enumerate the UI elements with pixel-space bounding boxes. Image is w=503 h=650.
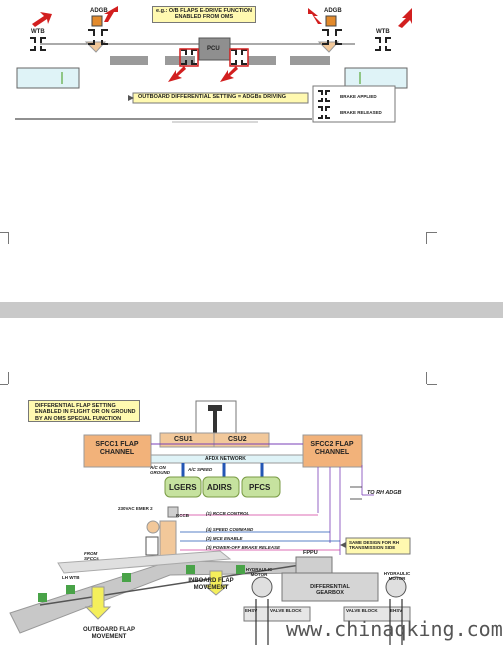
lgers-label: LGERS	[169, 483, 197, 492]
wtb-right-label: WTB	[376, 29, 390, 35]
inboard-label: INBOARD FLAP MOVEMENT	[188, 578, 234, 591]
red-arrows	[32, 6, 412, 82]
diff-gearbox-label: DIFFERENTIAL GEARBOX	[310, 584, 350, 597]
top-diagram	[15, 6, 412, 123]
corner-mark	[8, 372, 9, 384]
ehsv-right-label: EHSV	[390, 608, 403, 613]
sfcc2-box	[302, 434, 363, 468]
ac-speed-label: A/C SPEED	[188, 467, 213, 472]
corner-mark	[426, 372, 427, 384]
to-rh-label: TO RH ADGB	[367, 490, 402, 496]
sfcc1-box	[83, 434, 152, 468]
sig1-label: (1) RCCB CONTROL	[206, 511, 250, 516]
adirs-box	[202, 476, 240, 498]
sig3-label: (3) POWER-OFF BRAKE RELEASE	[206, 545, 281, 550]
pfcs-label: PFCS	[249, 483, 271, 492]
fppu-label: FPPU	[303, 550, 318, 556]
rccb-label: RCCB	[176, 513, 189, 518]
adgb-left-label: ADGB	[90, 8, 108, 14]
watermark-text: www.chinaqking.com	[286, 617, 503, 641]
valve-block-left-label: VALVE BLOCK	[270, 608, 302, 613]
csu2-label: CSU2	[228, 436, 247, 443]
adgb-right-box	[325, 15, 337, 27]
lh-wtb-label: LH WTB	[62, 575, 80, 580]
sig2-label: (2) MCE ENABLE	[206, 536, 243, 541]
diff-gearbox-box	[281, 572, 379, 602]
top-note: OUTBOARD DIFFERENTIAL SETTING = ADGBs DR…	[138, 94, 287, 100]
brake-symbols	[30, 29, 391, 65]
lgers-box	[164, 476, 202, 498]
hyd-motor-right-label: HYDRAULIC MOTOR	[383, 571, 411, 581]
top-callout: e.g.: O/B FLAPS E-DRIVE FUNCTION ENABLED…	[152, 6, 256, 23]
shaft-3	[248, 56, 276, 65]
ehsv-left-label: EHSV	[245, 608, 258, 613]
sfcc2-label: SFCC2 FLAP CHANNEL	[310, 441, 354, 457]
afdx-label: AFDX NETWORK	[205, 456, 246, 462]
afdx-bar	[150, 454, 304, 464]
bottom-diagram	[9, 400, 411, 645]
legend-applied: BRAKE APPLIED	[340, 94, 377, 99]
csu1-label: CSU1	[174, 436, 193, 443]
right-flap-box	[344, 67, 408, 89]
brake-highlight-2	[229, 48, 249, 67]
pcu-label: PCU	[207, 46, 220, 52]
left-flap-box	[16, 67, 80, 89]
ac-on-ground-label: A/C ON GROUND	[150, 465, 170, 475]
legend-released: BRAKE RELEASED	[340, 110, 382, 115]
outboard-label: OUTBOARD FLAP MOVEMENT	[83, 627, 135, 640]
shaft-1	[110, 56, 148, 65]
corner-mark	[426, 232, 427, 244]
adgb-right-label: ADGB	[324, 8, 342, 14]
sfcc1-label: SFCC1 FLAP CHANNEL	[95, 441, 139, 457]
down-arrows	[61, 72, 361, 84]
sig4-label: (4) SPEED COMMAND	[206, 527, 254, 532]
shaft-4	[290, 56, 330, 65]
hyd-motor-left-label: HYDRAULIC MOTOR	[245, 567, 273, 577]
from-sfccs-label: FROM SFCCs	[84, 551, 99, 561]
brake-highlight-1	[179, 48, 199, 67]
adirs-label: ADIRS	[207, 483, 232, 492]
valve-block-right-label: VALVE BLOCK	[346, 608, 378, 613]
pfcs-box	[241, 476, 281, 498]
bottom-callout: DIFFERENTIAL FLAP SETTING ENABLED IN FLI…	[28, 400, 140, 422]
emer-power-label: 230VAC EMER 2	[118, 506, 153, 511]
wtb-left-label: WTB	[31, 29, 45, 35]
page-divider	[0, 302, 503, 318]
adgb-left-box	[91, 15, 103, 27]
same-design-label: SAME DESIGN FOR RH TRANSMISSION SIDE	[349, 540, 400, 551]
corner-mark	[8, 232, 9, 244]
